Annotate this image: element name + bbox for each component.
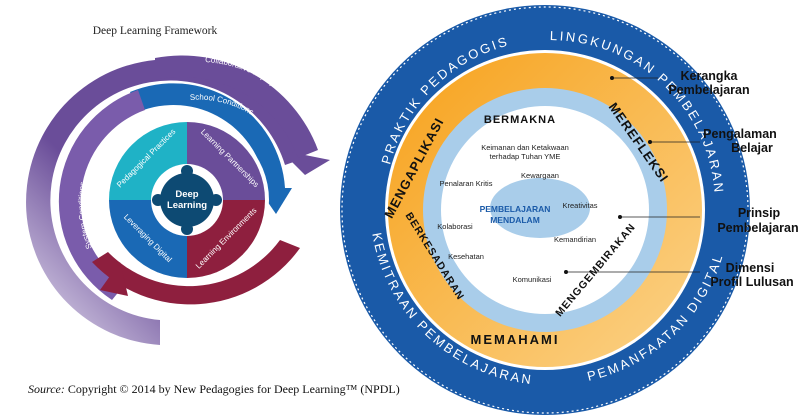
profile-item: Kewargaan (521, 171, 559, 180)
center-gear-icon (152, 165, 222, 235)
ring-district-conditions (92, 240, 300, 305)
center-label-line2: Learning (167, 200, 207, 211)
callout-kerangka-line1: Kerangka (681, 69, 739, 83)
ring-system-conditions (58, 90, 145, 300)
profile-item: Kolaborasi (437, 222, 473, 231)
label-memahami: MEMAHAMI (471, 332, 560, 347)
center-label-line1: PEMBELAJARAN (480, 204, 551, 214)
profile-item: Keimanan dan Ketakwaan (481, 143, 569, 152)
left-diagram-title: Deep Learning Framework (93, 25, 218, 37)
callouts: Kerangka Pembelajaran Pengalaman Belajar… (668, 69, 798, 289)
ring-top-band (155, 55, 318, 158)
callout-prinsip-line1: Prinsip (738, 206, 781, 220)
center-label-line1: Deep (175, 189, 198, 200)
callout-dimensi-line1: Dimensi (726, 261, 775, 275)
ring-district-arrow (100, 262, 128, 296)
callout-pengalaman-line2: Belajar (731, 141, 773, 155)
label-bermakna: BERMAKNA (484, 114, 556, 126)
profile-item: Komunikasi (513, 275, 552, 284)
right-diagram: PRAKTIK PEDAGOGIS LINGKUNGAN PEMBELAJARA… (340, 5, 750, 415)
callout-kerangka-line2: Pembelajaran (668, 83, 749, 97)
caption-source-label: Source: (28, 382, 65, 396)
source-caption: Source: Copyright © 2014 by New Pedagogi… (28, 382, 408, 396)
ring-school-conditions (130, 83, 285, 190)
center-label-line2: MENDALAM (490, 215, 540, 225)
callout-leaders (566, 77, 700, 273)
profile-item: Kreativitas (562, 201, 597, 210)
callout-prinsip-line2: Pembelajaran (717, 221, 798, 235)
center-core (490, 178, 590, 238)
profile-item: terhadap Tuhan YME (490, 152, 561, 161)
callout-pengalaman-line1: Pengalaman (703, 127, 777, 141)
profile-item: Kemandirian (554, 235, 596, 244)
callout-dimensi-line2: Profil Lulusan (710, 275, 793, 289)
callout-dots (564, 76, 652, 274)
ring-collaborative-arrow (280, 150, 330, 175)
caption-text: Copyright © 2014 by New Pedagogies for D… (67, 382, 400, 396)
left-diagram: Deep Learning Framework Deep Learni (26, 25, 330, 345)
profile-item: Kesehatan (448, 252, 484, 261)
profile-item: Penalaran Kritis (440, 179, 493, 188)
